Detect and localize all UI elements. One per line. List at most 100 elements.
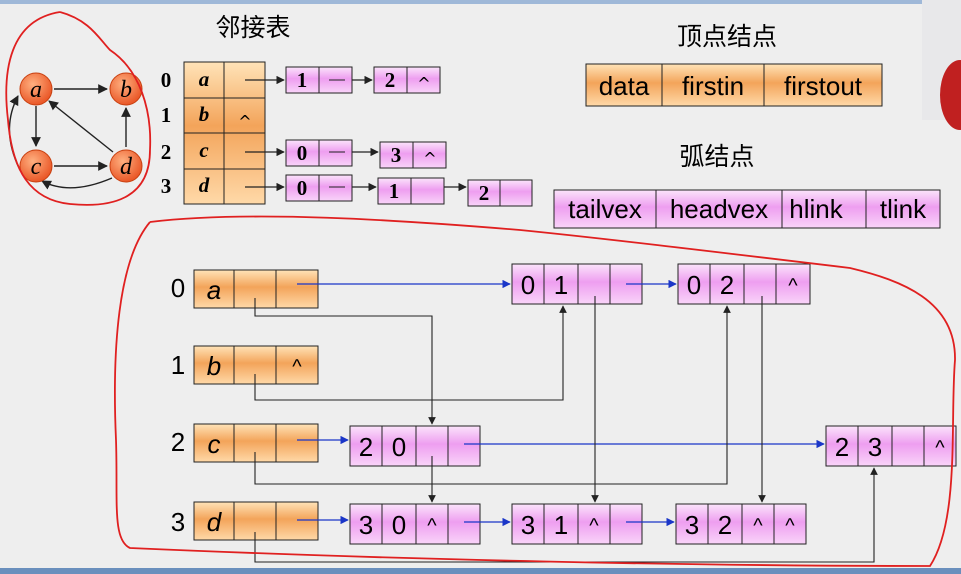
svg-text:b: b <box>207 351 221 381</box>
adj-vertex: c <box>199 138 209 162</box>
vertex-node-legend: 顶点结点 data firstin firstout <box>585 22 883 107</box>
arc-node-3-0: 3 0 ^ <box>349 503 481 545</box>
svg-text:3: 3 <box>359 510 373 540</box>
adj-list-nodes: 1 2 ^ 0 3 ^ <box>285 66 533 207</box>
arc-node-3-2: 3 2 ^ ^ <box>675 503 807 545</box>
adj-pointers <box>245 75 467 192</box>
adj-index: 0 <box>161 68 172 92</box>
ortho-index: 1 <box>171 350 185 380</box>
webcam-overlay <box>922 0 961 130</box>
ortho-index: 0 <box>171 273 185 303</box>
svg-text:^: ^ <box>292 356 302 378</box>
field-hlink: hlink <box>789 194 843 224</box>
field-tailvex: tailvex <box>568 194 642 224</box>
tlink-chains <box>297 279 825 527</box>
adj-index: 2 <box>161 140 172 164</box>
annotation-circle-orthogonal <box>114 215 956 567</box>
svg-text:3: 3 <box>685 510 699 540</box>
vertex-node-d: d <box>193 501 319 541</box>
edge-d-c <box>41 177 113 190</box>
graph-node-a: a <box>19 72 53 106</box>
ortho-index: 3 <box>171 507 185 537</box>
svg-text:0: 0 <box>392 510 406 540</box>
svg-text:d: d <box>207 507 223 537</box>
svg-text:c: c <box>208 429 221 459</box>
svg-text:2: 2 <box>359 432 373 462</box>
svg-text:0: 0 <box>687 270 701 300</box>
svg-text:^: ^ <box>788 275 798 297</box>
svg-text:0: 0 <box>392 432 406 462</box>
graph-node-c: c <box>19 149 53 183</box>
svg-text:0: 0 <box>521 270 535 300</box>
adj-node: 0 <box>285 174 353 202</box>
arc-node-3-1: 3 1 ^ <box>511 503 643 545</box>
ortho-index: 2 <box>171 427 185 457</box>
svg-text:1: 1 <box>389 179 400 203</box>
field-data: data <box>599 71 650 101</box>
adj-head-table: a b c d ^ <box>183 61 266 205</box>
svg-text:1: 1 <box>297 68 308 92</box>
adj-node: 3 ^ <box>379 141 447 169</box>
svg-text:2: 2 <box>718 510 732 540</box>
arc-node-title: 弧结点 <box>679 142 754 171</box>
adj-node: 0 <box>285 139 353 167</box>
graph-node-label: b <box>120 77 132 103</box>
adj-null-pointer: ^ <box>238 112 251 131</box>
field-firstout: firstout <box>784 71 863 101</box>
svg-text:^: ^ <box>785 515 795 537</box>
svg-text:1: 1 <box>554 270 568 300</box>
annotation-circle-graph <box>5 11 152 206</box>
field-tlink: tlink <box>880 194 927 224</box>
svg-text:2: 2 <box>479 181 490 205</box>
presenter-video <box>940 60 961 130</box>
graph-node-d: d <box>109 149 143 183</box>
svg-text:^: ^ <box>753 515 763 537</box>
field-headvex: headvex <box>670 194 768 224</box>
adj-vertex: d <box>199 173 210 197</box>
adj-vertex: a <box>199 67 210 91</box>
graph-node-label: c <box>31 154 42 180</box>
svg-text:2: 2 <box>385 68 396 92</box>
svg-text:^: ^ <box>427 515 437 537</box>
svg-text:^: ^ <box>589 515 599 537</box>
adj-node: 2 <box>467 179 533 207</box>
adj-vertex: b <box>199 102 210 126</box>
field-firstin: firstin <box>682 71 744 101</box>
adjacency-list: 邻接表 0 1 2 3 a b c d ^ <box>161 13 533 207</box>
vertex-node-a: a <box>193 269 319 309</box>
arc-node-2-3: 2 3 ^ <box>825 425 957 467</box>
svg-text:0: 0 <box>297 176 308 200</box>
svg-text:2: 2 <box>835 432 849 462</box>
adj-node: 1 <box>377 177 445 205</box>
adj-index: 1 <box>161 103 172 127</box>
svg-text:a: a <box>207 275 221 305</box>
edge-d-a <box>48 100 114 153</box>
vertex-node-title: 顶点结点 <box>677 22 777 51</box>
graph-node-label: d <box>120 154 133 180</box>
window-bottom-bar <box>0 568 961 574</box>
svg-text:1: 1 <box>554 510 568 540</box>
svg-text:^: ^ <box>935 437 945 459</box>
svg-text:^: ^ <box>423 149 436 168</box>
arc-node-0-2: 0 2 ^ <box>677 263 811 305</box>
graph-node-b: b <box>109 72 143 106</box>
orthogonal-list: 0 1 2 3 a b ^ c <box>114 215 957 567</box>
ortho-arc-nodes: 0 1 0 2 ^ 2 0 2 3 ^ <box>349 263 957 545</box>
svg-text:2: 2 <box>720 270 734 300</box>
arc-node-2-0: 2 0 <box>349 425 481 467</box>
vertex-node-b: b ^ <box>193 345 319 385</box>
svg-text:0: 0 <box>297 141 308 165</box>
graph-node-label: a <box>30 77 42 103</box>
adjacency-list-title: 邻接表 <box>215 13 290 42</box>
arc-node-legend: 弧结点 tailvex headvex hlink tlink <box>553 142 941 229</box>
svg-text:3: 3 <box>868 432 882 462</box>
svg-text:3: 3 <box>521 510 535 540</box>
vertex-node-c: c <box>193 423 319 463</box>
adj-node: 1 <box>285 66 353 94</box>
adj-node: 2 ^ <box>373 66 441 94</box>
adj-index: 3 <box>161 174 172 198</box>
svg-text:3: 3 <box>391 143 402 167</box>
graph-drawing: a b c d <box>5 11 152 206</box>
window-top-bar <box>0 0 961 4</box>
